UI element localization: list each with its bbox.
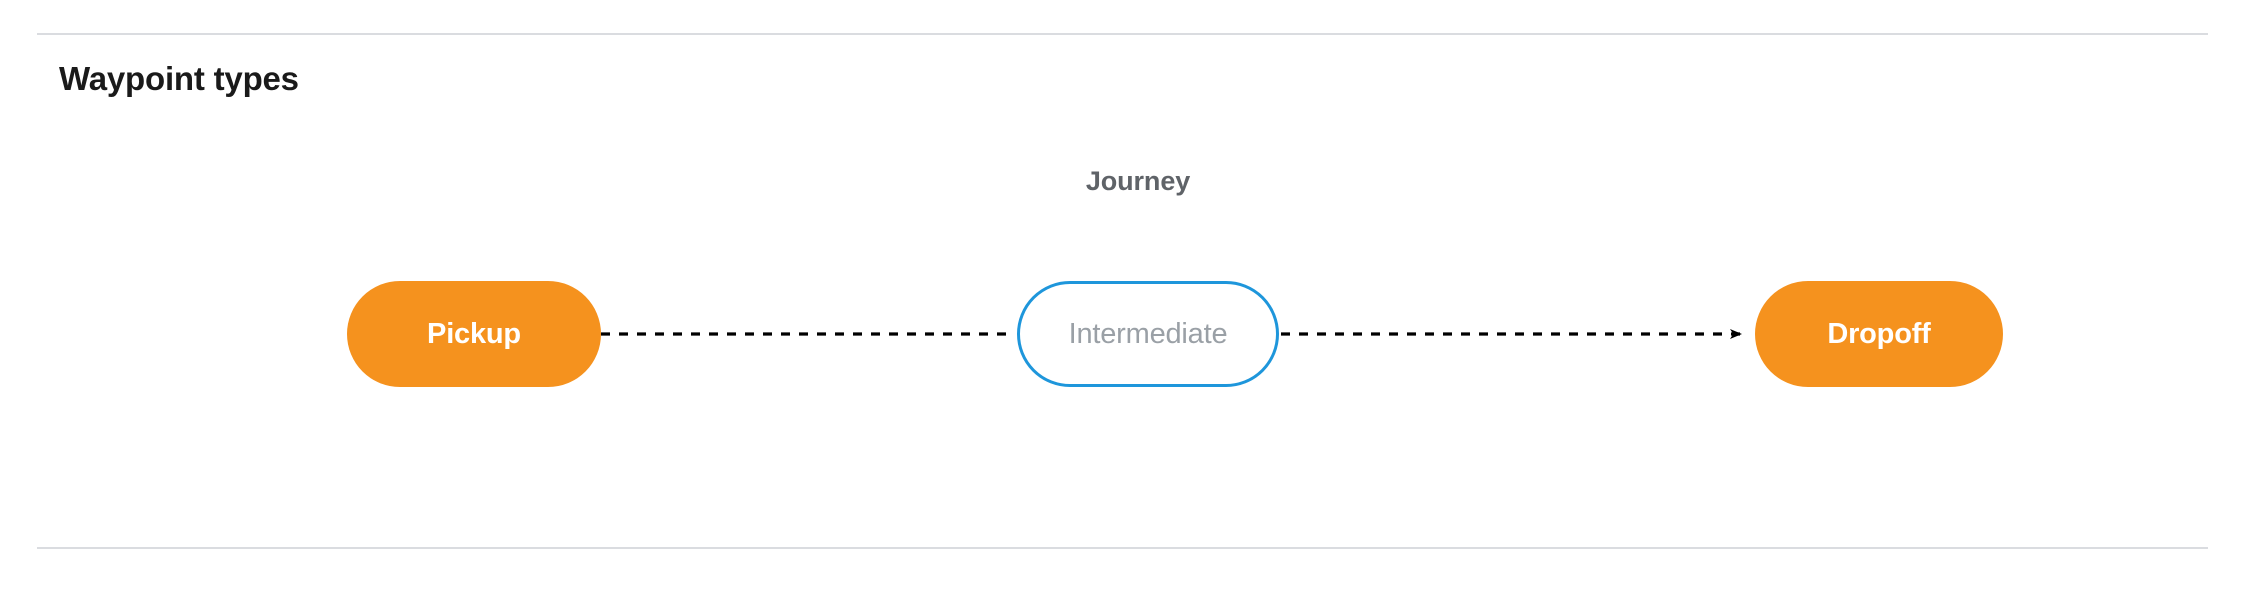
waypoint-node-pickup[interactable]: Pickup [347,281,601,387]
journey-group-label: Journey [1085,166,1191,196]
waypoint-node-pickup-label: Pickup [427,317,521,350]
section-divider-bottom [37,547,2208,549]
waypoint-node-dropoff[interactable]: Dropoff [1755,281,2003,387]
waypoint-node-dropoff-label: Dropoff [1827,317,1931,350]
page-title: Waypoint types [59,60,299,97]
section-divider-top [37,33,2208,35]
waypoint-node-intermediate[interactable]: Intermediate [1017,281,1279,387]
waypoint-node-intermediate-label: Intermediate [1068,317,1228,350]
